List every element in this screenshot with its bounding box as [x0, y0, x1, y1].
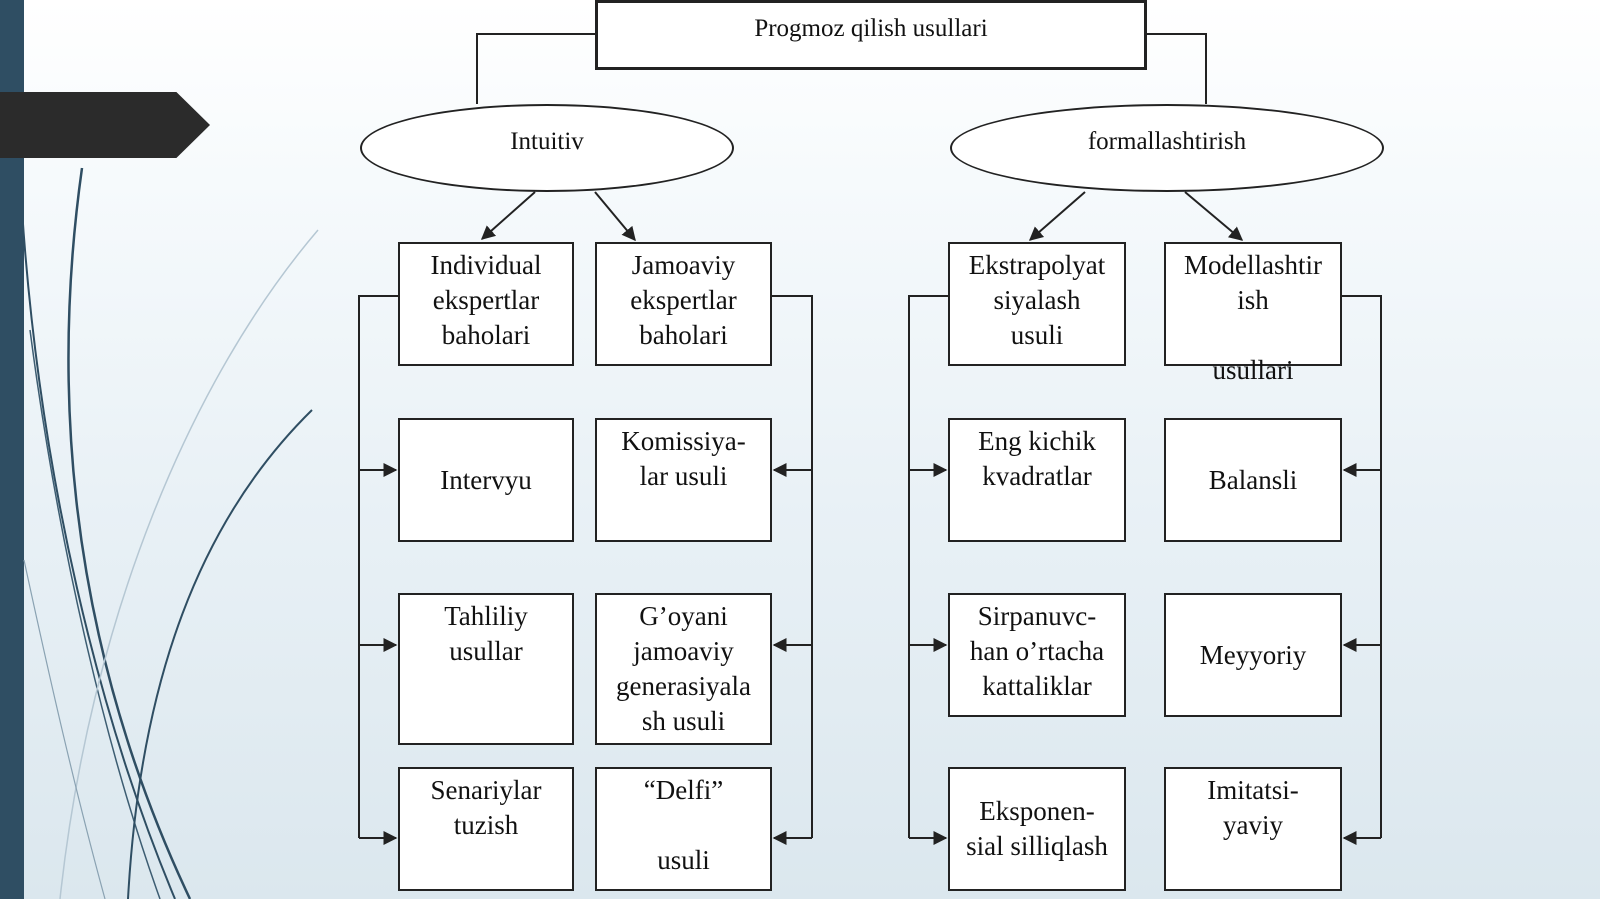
branch-intuitiv-node: Intuitiv [360, 104, 734, 192]
method-box: Eng kichik kvadratlar [948, 418, 1126, 542]
method-box: Senariylar tuzish [398, 767, 574, 891]
method-box: Individual ekspertlar baholari [398, 242, 574, 366]
method-box: Tahliliy usullar [398, 593, 574, 745]
arrow-tab-shape [0, 92, 210, 158]
method-box: Jamoaviy ekspertlar baholari [595, 242, 772, 366]
branch-formallashtirish-node: formallashtirish [950, 104, 1384, 192]
diagram-title-box: Progmoz qilish usullari [595, 0, 1147, 70]
method-box: Eksponen- sial silliqlash [948, 767, 1126, 891]
method-box: Imitatsi- yaviy [1164, 767, 1342, 891]
method-box: G’oyani jamoaviy generasiyala sh usuli [595, 593, 772, 745]
method-box: Sirpanuvc- han o’rtacha kattaliklar [948, 593, 1126, 717]
method-box: Ekstrapolyat siyalash usuli [948, 242, 1126, 366]
method-box: Balansli [1164, 418, 1342, 542]
method-box: “Delfi” usuli [595, 767, 772, 891]
method-box: Modellashtir ish usullari [1164, 242, 1342, 385]
method-box: Meyyoriy [1164, 593, 1342, 717]
method-box: Intervyu [398, 418, 574, 542]
method-box: Komissiya- lar usuli [595, 418, 772, 542]
